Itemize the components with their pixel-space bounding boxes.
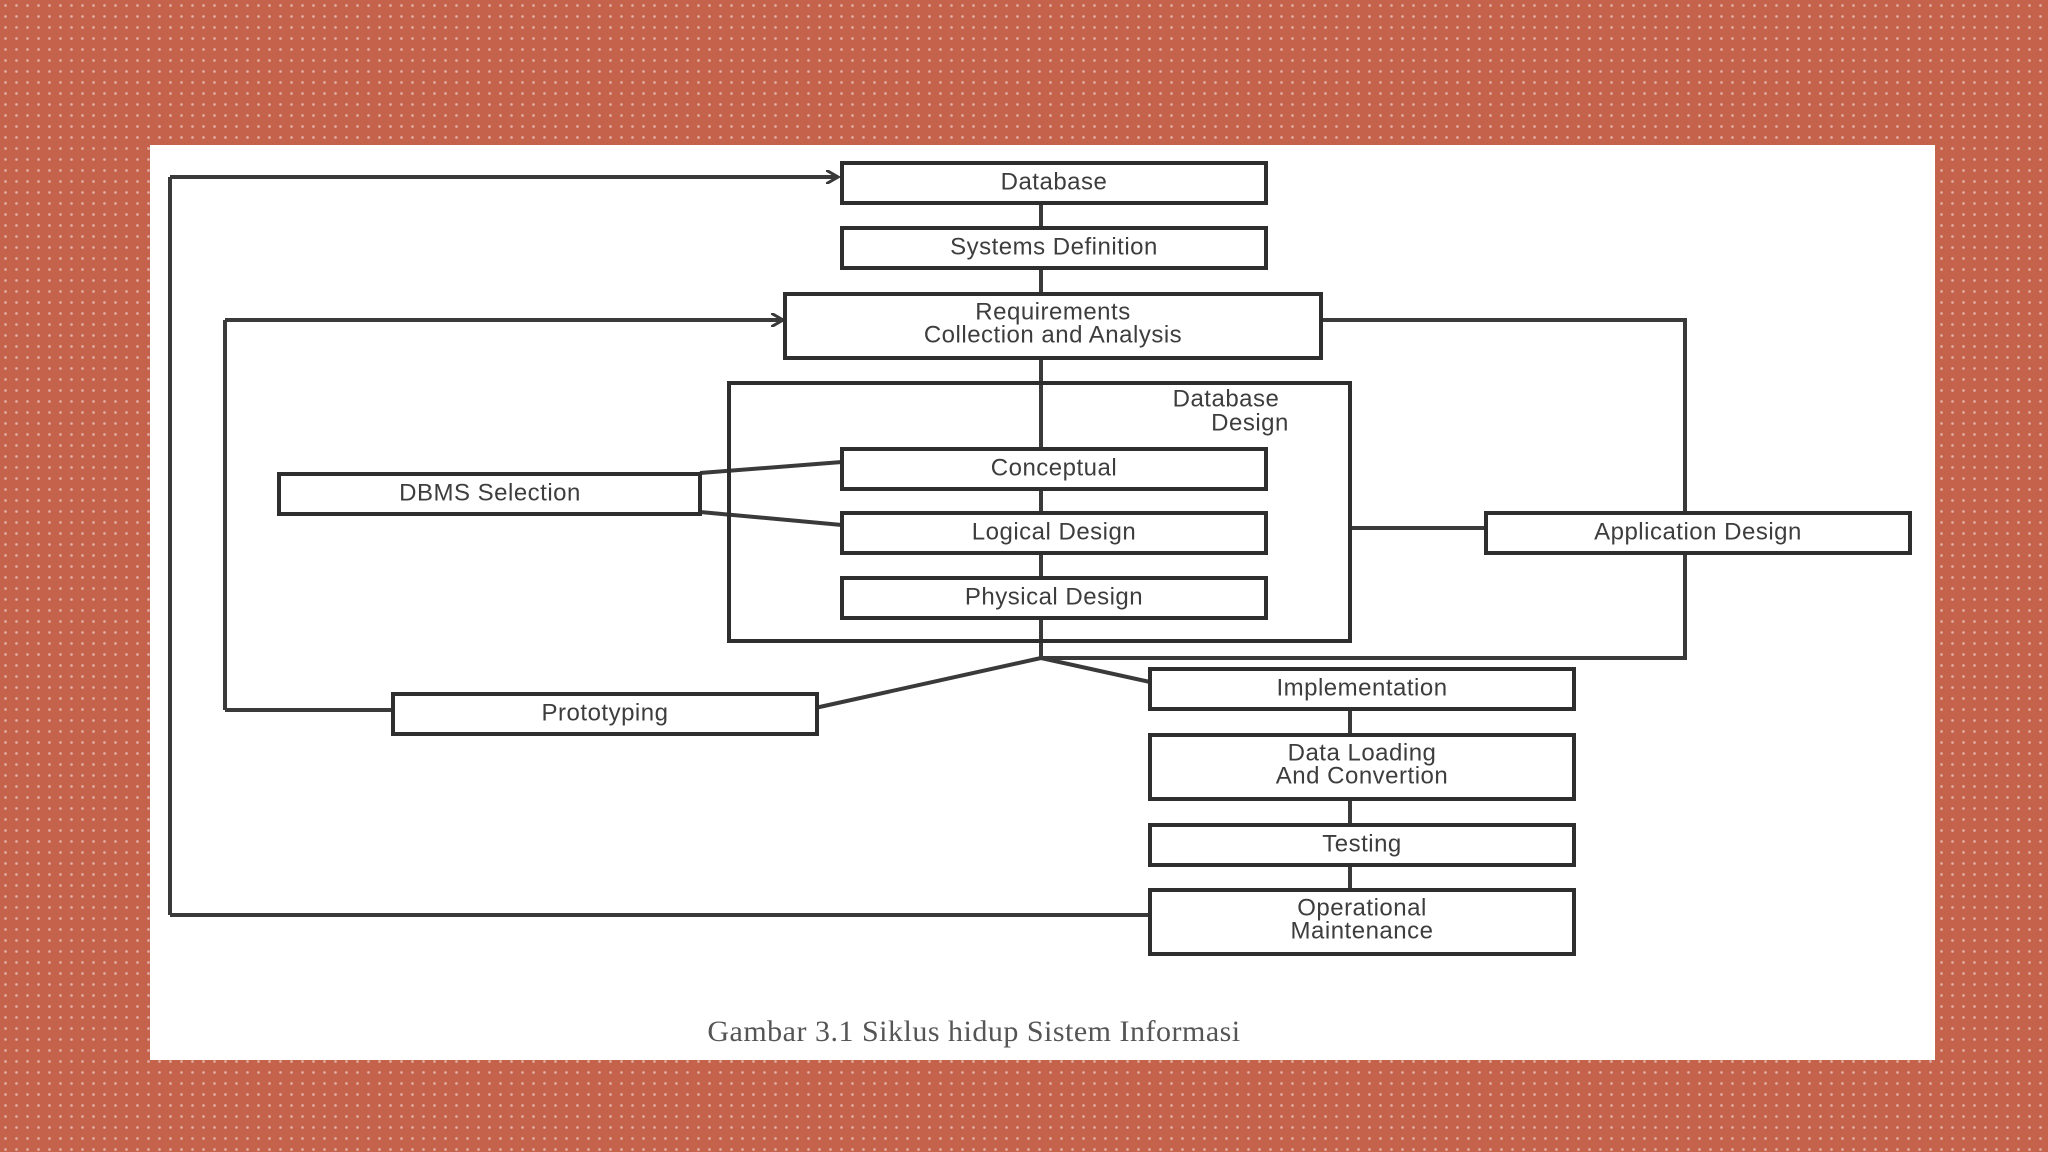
implementation-box: Implementation: [1148, 667, 1576, 711]
implementation-label: Implementation: [1276, 674, 1447, 701]
figure-caption: Gambar 3.1 Siklus hidup Sistem Informasi: [707, 1015, 1241, 1048]
branch-to-implementation: [1040, 656, 1151, 684]
dbms-selection-box: DBMS Selection: [277, 472, 702, 516]
dbms-selection-label: DBMS Selection: [399, 479, 581, 506]
application-design-box: Application Design: [1484, 511, 1912, 555]
requirements-label-line2: Collection and Analysis: [924, 321, 1182, 348]
logical-design-box: Logical Design: [840, 511, 1268, 555]
database-design-group-label-line1: Database: [1173, 385, 1280, 412]
data-loading-box: Data Loading And Convertion: [1148, 733, 1576, 801]
application-design-label: Application Design: [1594, 518, 1802, 545]
requirements-label-line1: Requirements: [975, 298, 1130, 325]
logical-design-label: Logical Design: [972, 518, 1136, 545]
testing-label: Testing: [1322, 830, 1402, 857]
database-design-group-label-line2: Design: [1211, 409, 1289, 436]
physical-design-label: Physical Design: [965, 583, 1143, 610]
operational-maintenance-box: Operational Maintenance: [1148, 888, 1576, 956]
prototyping-box: Prototyping: [391, 692, 819, 736]
connectors: [168, 177, 1687, 917]
data-loading-label-line1: Data Loading: [1288, 739, 1437, 766]
systems-definition-label: Systems Definition: [950, 233, 1158, 260]
conceptual-label: Conceptual: [991, 454, 1117, 481]
data-loading-label-line2: And Convertion: [1276, 762, 1448, 789]
operational-maintenance-label-line2: Maintenance: [1291, 917, 1434, 944]
database-label: Database: [1001, 168, 1108, 195]
database-design-group: [727, 381, 1352, 643]
conceptual-box: Conceptual: [840, 447, 1268, 491]
application-design-loop: [1041, 318, 1687, 660]
branch-to-prototyping: [814, 656, 1042, 710]
dbms-to-logical: [699, 510, 843, 527]
systems-definition-box: Systems Definition: [840, 226, 1268, 270]
testing-box: Testing: [1148, 823, 1576, 867]
physical-design-box: Physical Design: [840, 576, 1268, 620]
dbms-to-conceptual: [699, 460, 843, 475]
database-box: Database: [840, 161, 1268, 205]
prototyping-label: Prototyping: [542, 699, 669, 726]
requirements-box: Requirements Collection and Analysis: [783, 292, 1323, 360]
operational-maintenance-label-line1: Operational: [1297, 894, 1427, 921]
